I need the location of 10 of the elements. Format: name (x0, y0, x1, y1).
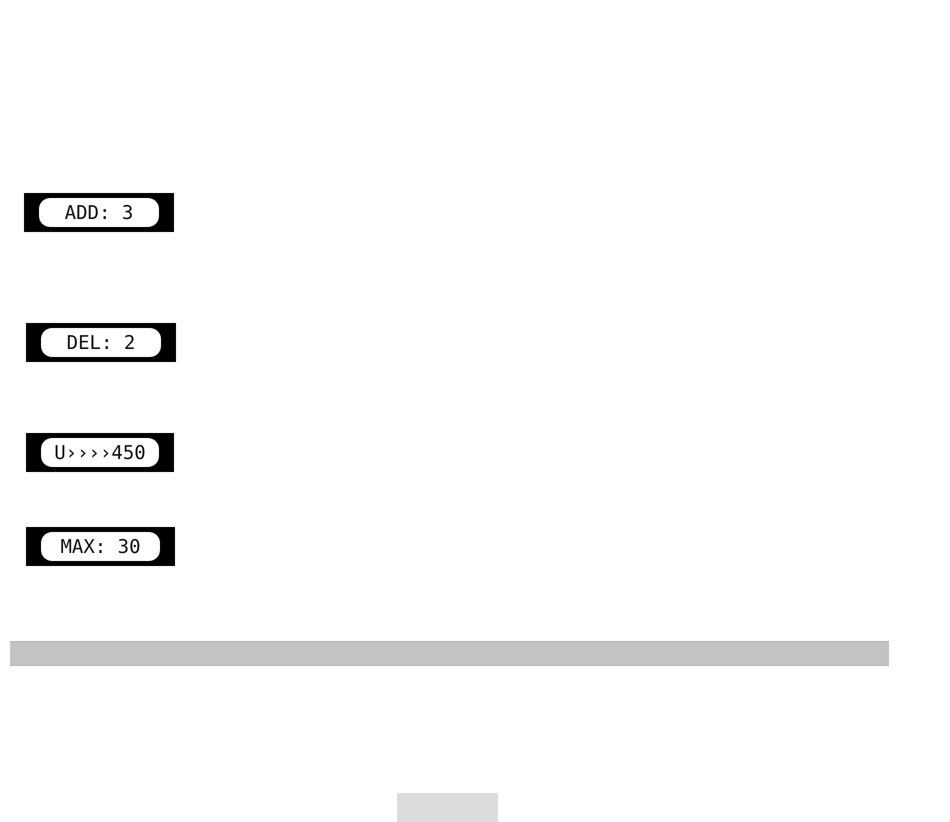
lcd-display (26, 323, 176, 362)
display-readout: ADD: 3 (39, 198, 159, 227)
divider-bar (10, 641, 889, 666)
display-readout: DEL: 2 (41, 328, 161, 357)
lcd-display (26, 527, 175, 566)
display-readout: U››››450 (41, 438, 159, 467)
display-readout: MAX: 30 (41, 532, 160, 561)
lcd-display (24, 193, 174, 232)
placeholder-block (397, 793, 498, 822)
lcd-display (26, 433, 174, 472)
